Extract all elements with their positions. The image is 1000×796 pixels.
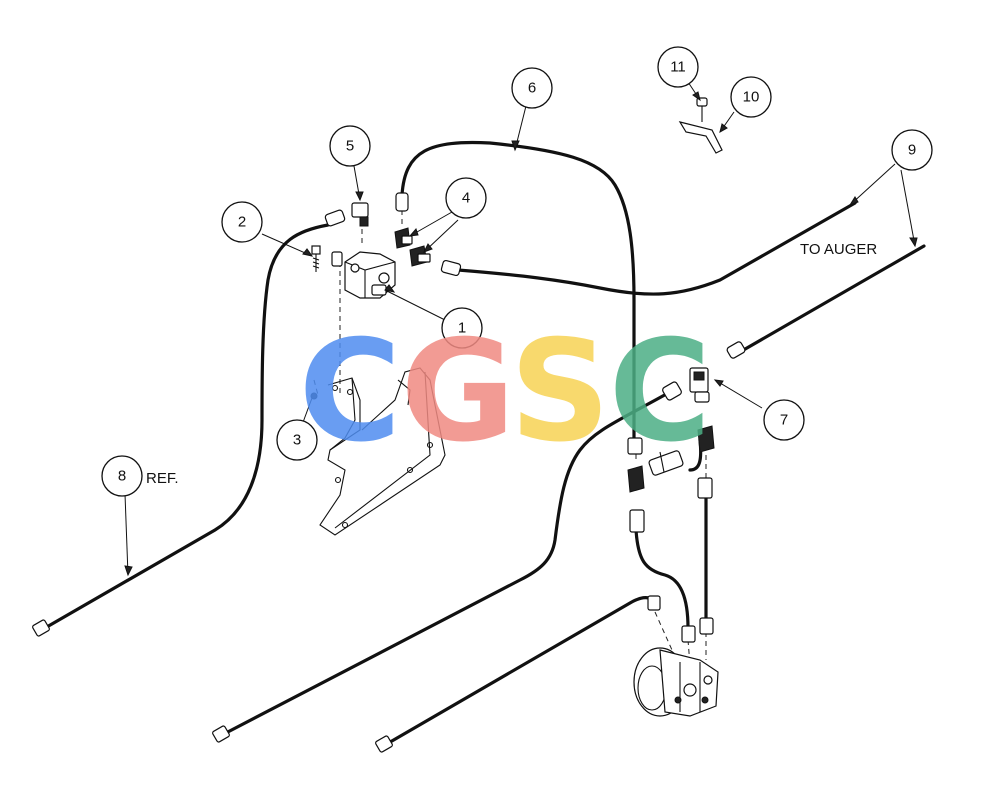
fitting-item-4-upper	[394, 227, 413, 249]
fitting-item-5	[351, 202, 369, 227]
watermark-letter-4: C	[609, 311, 712, 474]
callout-5: 5	[329, 125, 371, 167]
tee-right	[697, 425, 715, 499]
leader-9b	[900, 169, 916, 247]
hose-end-valve-right	[440, 259, 462, 277]
to-auger-label: TO AUGER	[800, 241, 877, 258]
hose-end-lower-long	[212, 725, 230, 743]
tee-left	[627, 437, 645, 533]
hose-end-auger-lower	[726, 341, 746, 359]
pump-port-mid	[681, 625, 696, 643]
callout-1: 1	[441, 307, 483, 349]
callout-3: 3	[276, 419, 318, 461]
control-valve	[331, 251, 396, 299]
hose-pump-left	[634, 528, 690, 630]
screw-item-11	[696, 97, 708, 122]
leader-9a	[849, 163, 896, 206]
callout-7: 7	[763, 399, 805, 441]
callout-8: 8	[101, 455, 143, 497]
watermark: C G S C	[299, 311, 712, 474]
hose-9	[738, 244, 926, 354]
callout-11: 11	[657, 46, 699, 88]
hose-end-top	[395, 192, 409, 212]
hose-long-lower	[220, 390, 672, 737]
callout-10: 10	[730, 76, 772, 118]
hose-end-left	[324, 209, 346, 227]
nut-item-3	[310, 392, 318, 400]
callout-7-text: 7	[780, 412, 788, 429]
mounting-bracket	[319, 367, 446, 536]
callout-1-text: 1	[458, 320, 466, 337]
callout-2: 2	[221, 201, 263, 243]
fitting-item-7	[689, 367, 710, 403]
clamp-item-10	[678, 121, 723, 154]
leader-1	[384, 289, 446, 321]
callout-8-text: 8	[118, 468, 126, 485]
callout-10-text: 10	[743, 89, 760, 106]
callout-4: 4	[445, 177, 487, 219]
leader-7	[714, 379, 763, 409]
pump-port-right	[699, 617, 714, 635]
watermark-letter-3: S	[510, 311, 611, 474]
hose-to-auger-upper	[456, 201, 857, 296]
assembly-line-pump-left	[654, 611, 673, 651]
callout-9-text: 9	[908, 142, 916, 159]
hose-pump-lower	[383, 596, 654, 747]
callout-11-text: 11	[670, 59, 686, 76]
callout-5-text: 5	[346, 138, 354, 155]
callout-6-text: 6	[528, 80, 536, 97]
callout-6: 6	[511, 67, 553, 109]
coupler-middle	[648, 450, 684, 476]
fitting-item-4-lower	[409, 245, 431, 267]
watermark-letter-1: C	[299, 311, 402, 474]
callout-3-text: 3	[293, 432, 301, 449]
ref-label: REF.	[146, 470, 179, 487]
callout-9: 9	[891, 129, 933, 171]
hose-end-8	[32, 619, 50, 637]
hose-end-pump-left	[647, 595, 661, 611]
hose-6	[400, 140, 636, 440]
assembly-line-item-3	[313, 379, 319, 396]
hydraulic-pump	[633, 647, 719, 717]
leader-2	[261, 233, 313, 257]
watermark-letter-2: G	[401, 311, 516, 474]
hose-end-lower-left	[662, 381, 682, 401]
callout-2-text: 2	[238, 214, 246, 231]
bolt-item-2	[311, 245, 321, 272]
hose-end-pump-bottom	[375, 735, 393, 753]
leader-8	[124, 493, 129, 576]
callout-4-text: 4	[462, 190, 470, 207]
